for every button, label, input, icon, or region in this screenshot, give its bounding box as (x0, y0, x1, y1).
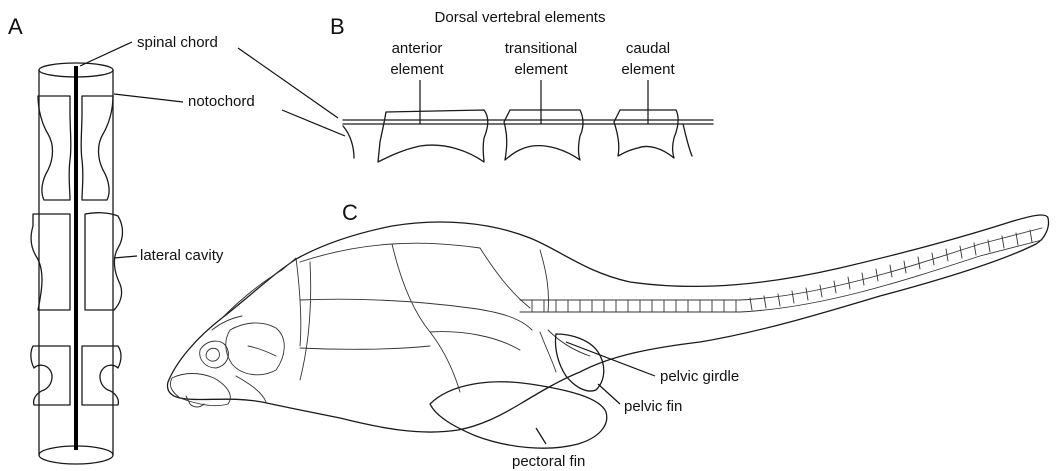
notochord-pointer-b (282, 110, 345, 136)
vertebra-half-right-2 (85, 213, 123, 310)
vertebra-half-left-3 (31, 346, 70, 405)
jaw-plate (170, 374, 230, 406)
trailing-partial-element (683, 124, 692, 156)
cheek-plate (226, 323, 285, 375)
label-pelvic-fin: pelvic fin (624, 398, 682, 415)
vertebral-column-upper (520, 228, 1042, 300)
pelvic-girdle-pointer (566, 342, 655, 376)
spinal-chord-pointer (80, 42, 132, 66)
label-caudal-line1: caudal (626, 40, 670, 57)
label-spinal-chord: spinal chord (137, 34, 218, 51)
panel-b: B Dorsal vertebral elements anterior ele… (238, 9, 713, 162)
pectoral-fin-shape (430, 382, 607, 448)
label-pelvic-girdle: pelvic girdle (660, 368, 739, 385)
label-transitional-line2: element (514, 61, 568, 78)
notochord-pointer (114, 94, 183, 102)
panel-letter-a: A (8, 14, 23, 39)
label-caudal-line2: element (621, 61, 675, 78)
vertebra-half-left-2 (31, 214, 70, 310)
orbit-inner (206, 348, 219, 361)
label-anterior-line2: element (390, 61, 444, 78)
pectoral-fin-pointer (536, 428, 546, 444)
label-pectoral-fin: pectoral fin (512, 453, 585, 470)
transitional-element (504, 110, 583, 160)
vertebra-half-right-3 (82, 346, 121, 405)
orbit-ring (200, 341, 229, 368)
vertebral-column-lower (520, 240, 1042, 312)
panel-a: A spinal chord notochord lateral cavity (8, 14, 255, 464)
anterior-element (378, 110, 488, 162)
panel-c: C pelvic girdle pelvic fin pectoral fin (168, 200, 1049, 470)
panel-b-title: Dorsal vertebral elements (435, 9, 606, 26)
trunk-plates (300, 243, 549, 392)
vertebra-half-right-1 (81, 96, 113, 200)
panel-letter-b: B (330, 14, 345, 39)
panel-letter-c: C (342, 200, 358, 225)
label-notochord: notochord (188, 93, 255, 110)
pelvic-fin-pointer (598, 384, 620, 404)
label-transitional-line1: transitional (505, 40, 578, 57)
leading-partial-element (343, 126, 354, 158)
pelvic-girdle-shape (540, 330, 590, 372)
label-anterior-line1: anterior (392, 40, 443, 57)
label-lateral-cavity: lateral cavity (140, 247, 224, 264)
vertebra-half-left-1 (38, 96, 71, 200)
skull-roof (222, 258, 301, 346)
caudal-element (614, 110, 678, 158)
lateral-cavity-pointer (114, 256, 137, 258)
fish-body-outline (168, 215, 1049, 432)
